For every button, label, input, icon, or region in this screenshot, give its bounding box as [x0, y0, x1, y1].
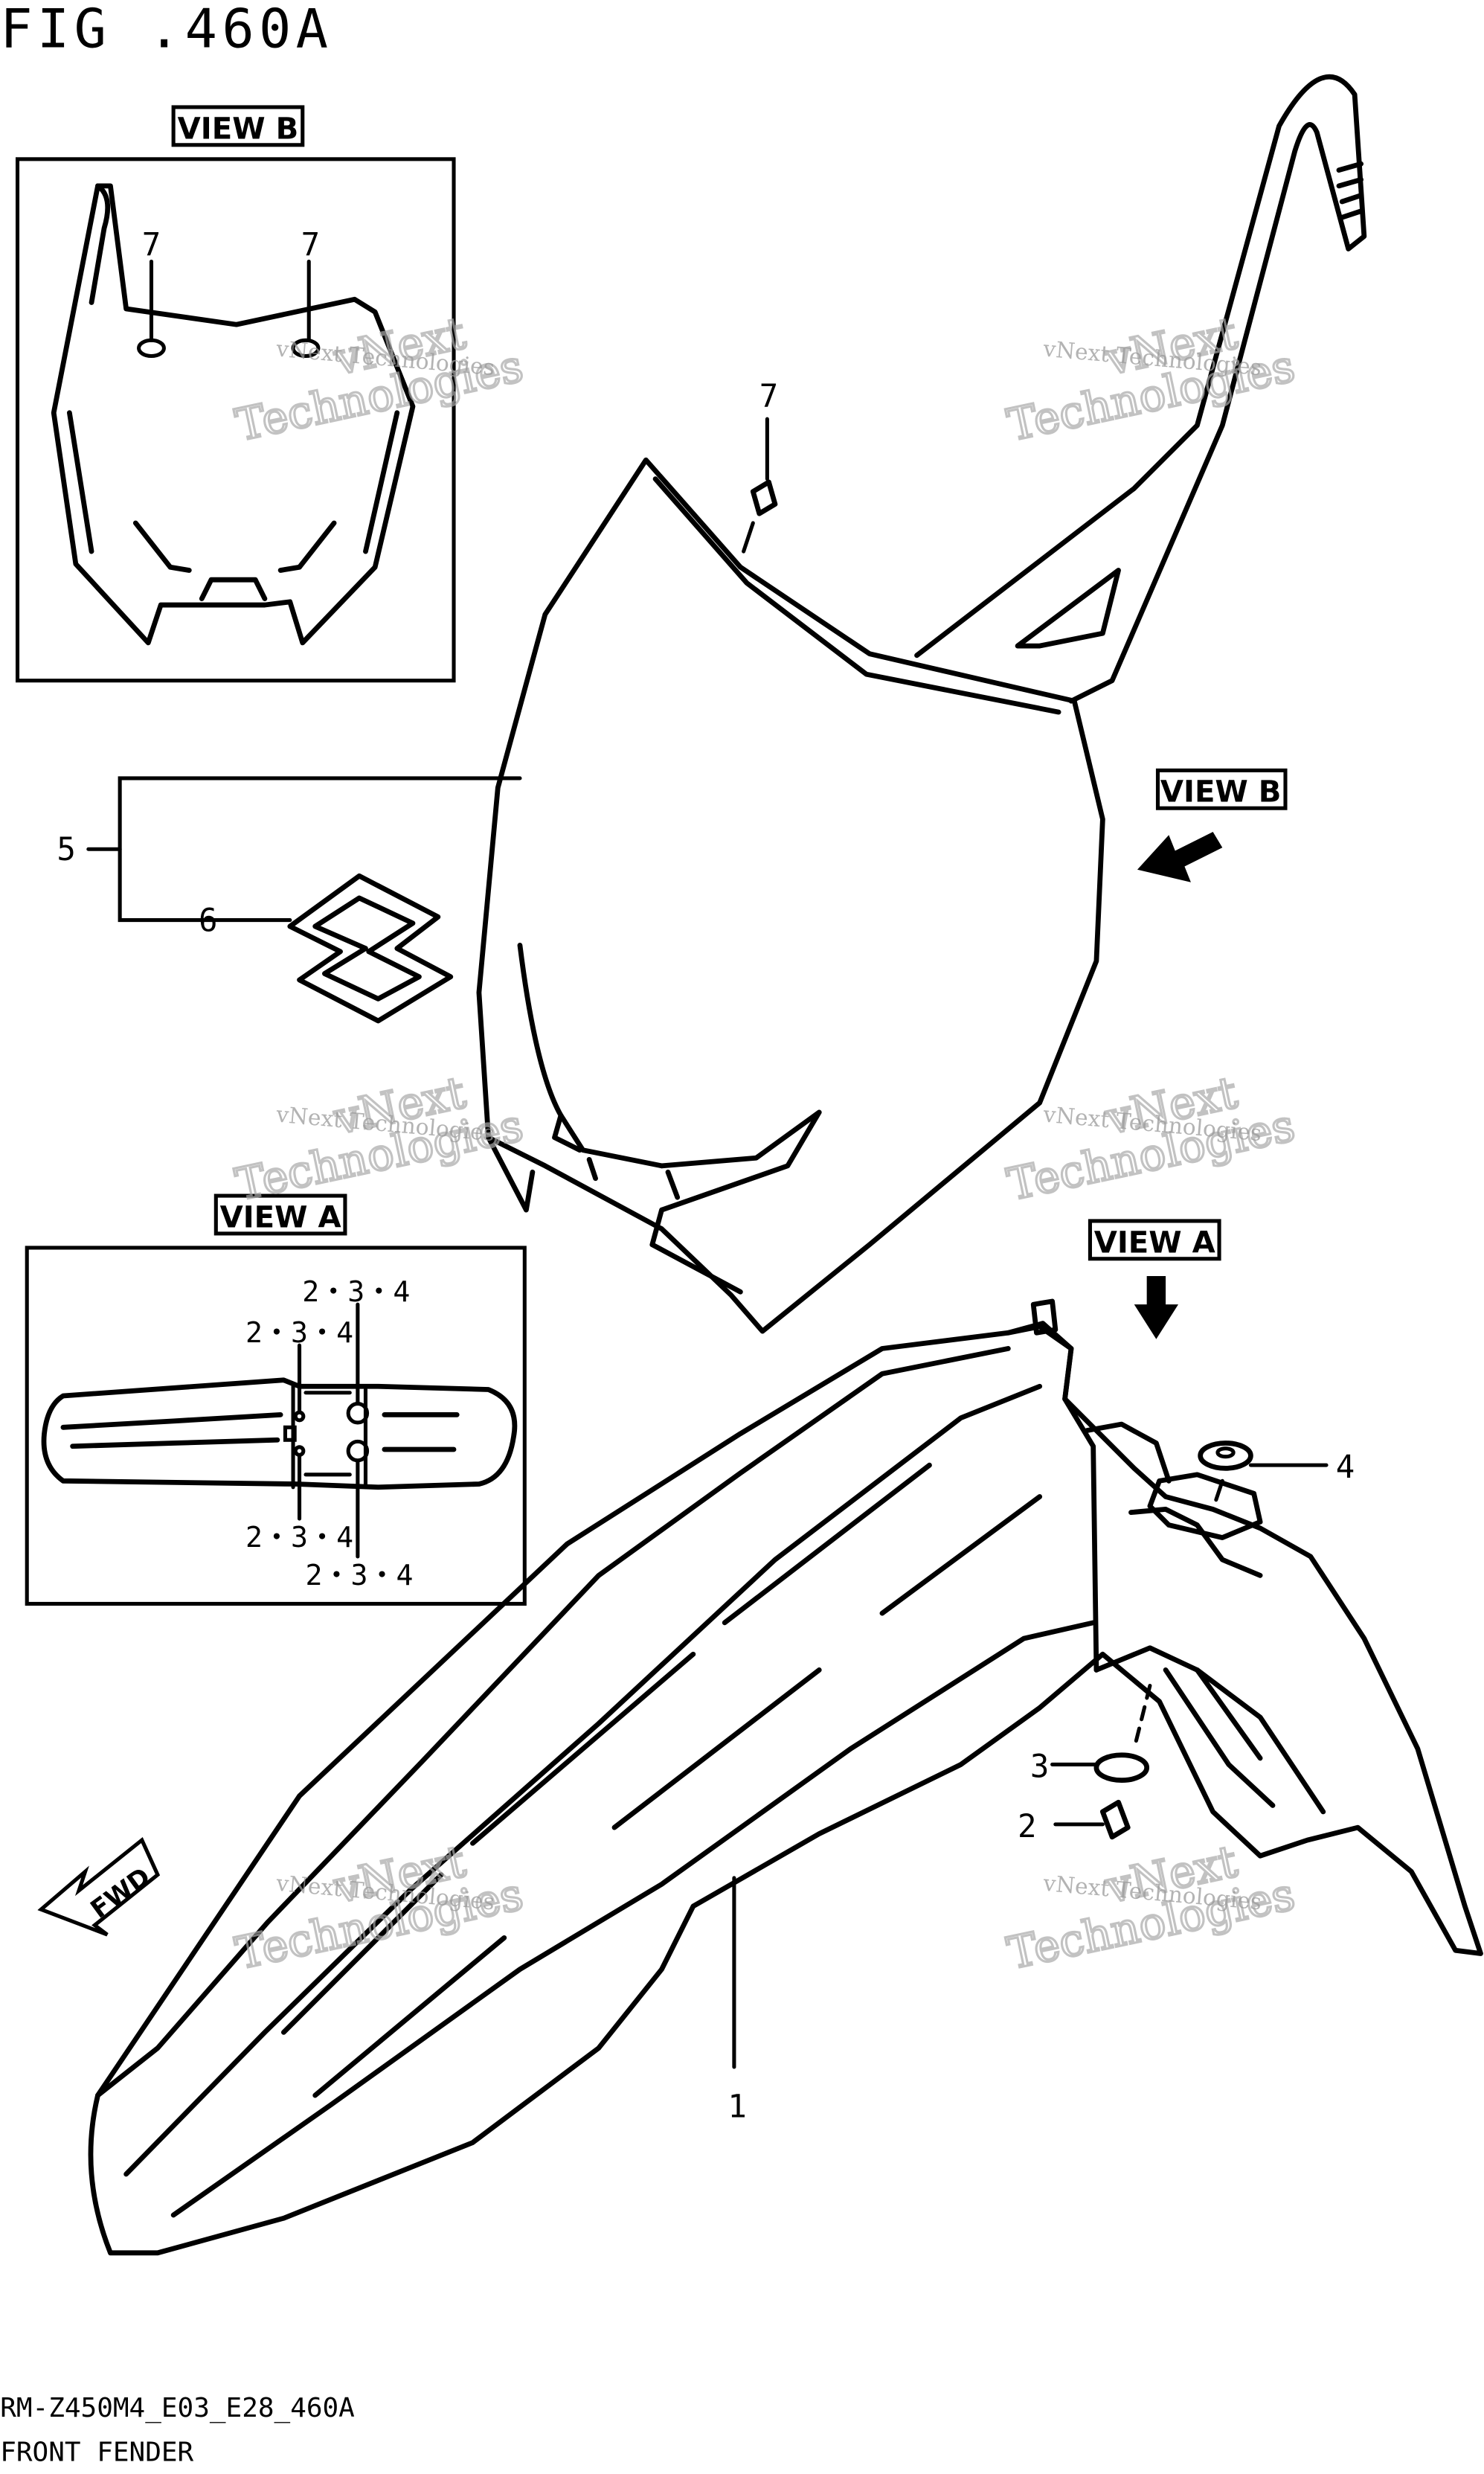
callout-2: 2 — [1018, 1808, 1036, 1845]
model-code: RM-Z450M4_E03_E28_460A — [0, 2393, 355, 2423]
emblem-group: 5 6 — [57, 776, 522, 1024]
callout-7-view-b-left: 7 — [142, 226, 161, 263]
front-fender: 4 3 2 1 — [88, 1298, 1483, 2256]
view-b-inset-label: VIEW B — [178, 112, 299, 146]
view-b-label: VIEW B — [1160, 775, 1282, 810]
view-a-pointer: VIEW A — [1088, 1219, 1221, 1339]
callout-5: 5 — [57, 831, 75, 868]
callout-7-view-b-right: 7 — [301, 226, 320, 263]
inset-a-label-top-right: 2・3・4 — [302, 1275, 410, 1308]
part-name: FRONT FENDER — [0, 2437, 193, 2467]
figure-title: FIG .460A — [0, 0, 333, 60]
fwd-arrow-icon: FWD — [37, 1837, 161, 1937]
inset-a-label-bottom-left: 2・3・4 — [245, 1521, 353, 1554]
view-a-inset: VIEW A 2・3・4 2・3・4 2・3・4 2・3・4 — [25, 1193, 527, 1606]
view-a-frame — [25, 1246, 527, 1606]
view-a-inset-label: VIEW A — [220, 1200, 341, 1234]
view-b-frame — [15, 157, 456, 683]
callout-1: 1 — [727, 2089, 746, 2125]
callout-7: 7 — [759, 377, 778, 414]
callout-4: 4 — [1336, 1449, 1355, 1485]
inset-a-label-top-left: 2・3・4 — [245, 1316, 353, 1349]
suzuki-emblem — [287, 873, 454, 1024]
callout-6: 6 — [199, 902, 217, 938]
view-b-pointer: VIEW B — [1137, 768, 1288, 882]
view-b-inset: VIEW B 7 7 — [15, 105, 456, 683]
callout-3: 3 — [1030, 1748, 1049, 1784]
number-plate: 7 — [476, 74, 1367, 1334]
view-a-label: VIEW A — [1094, 1225, 1215, 1260]
inset-a-label-bottom-right: 2・3・4 — [305, 1559, 413, 1592]
